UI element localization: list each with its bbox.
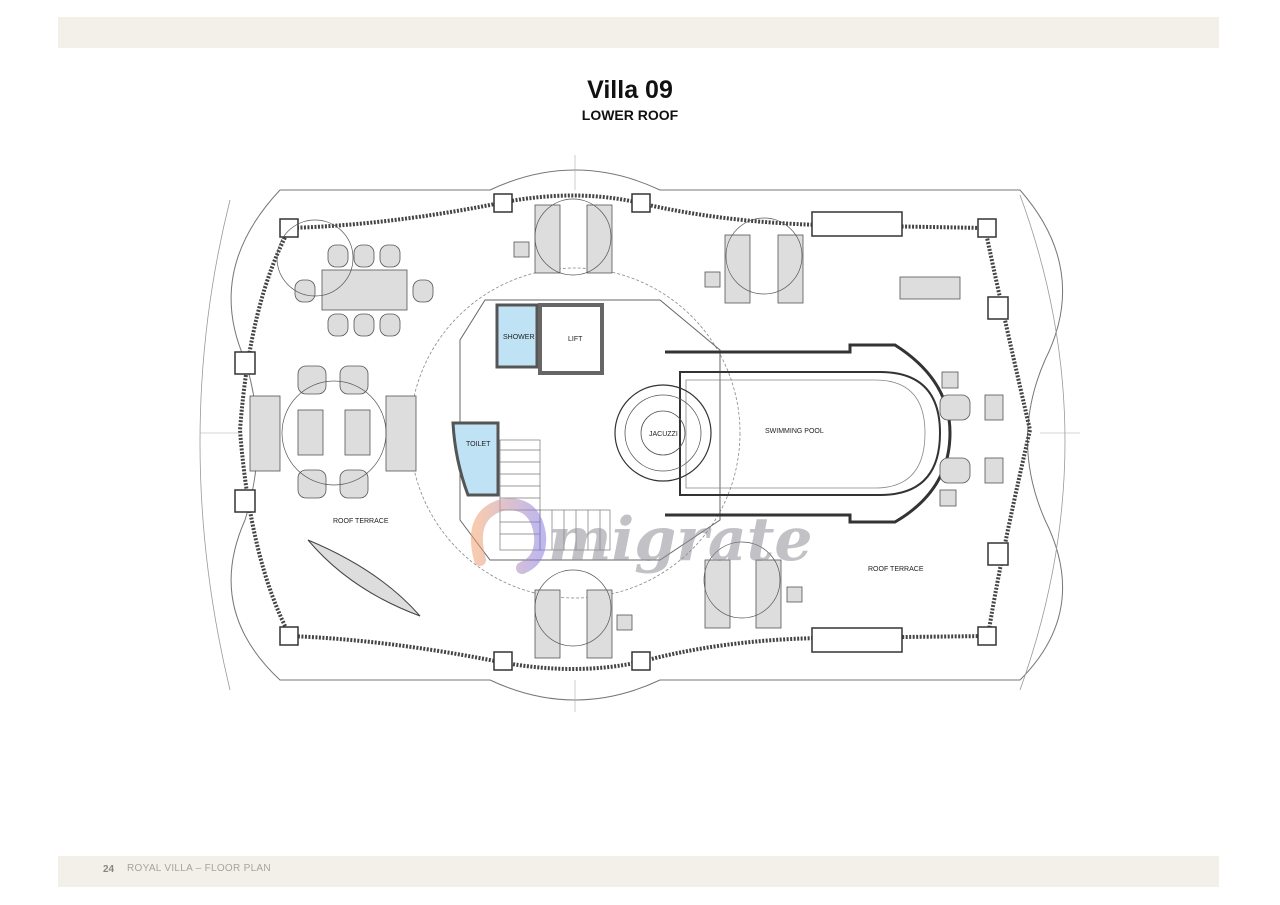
roof-terrace-left-label: ROOF TERRACE <box>333 518 389 525</box>
toilet-label: TOILET <box>466 441 491 448</box>
page-number: 24 <box>103 864 115 875</box>
page-subtitle: LOWER ROOF <box>581 107 679 123</box>
boat-decor <box>307 539 421 617</box>
page-title: Villa 09 <box>587 76 673 104</box>
toilet-room <box>451 421 500 497</box>
roof-terrace-right-label: ROOF TERRACE <box>868 566 924 573</box>
header-band <box>58 17 1219 48</box>
jacuzzi-label: JACUZZI <box>649 431 678 438</box>
pool-label: SWIMMING POOL <box>765 428 824 435</box>
watermark-text: migrate <box>548 505 813 575</box>
swimming-pool <box>679 371 942 496</box>
lift-label: LIFT <box>568 336 583 343</box>
lift <box>538 303 604 375</box>
jacuzzi <box>614 384 712 482</box>
shower-room <box>495 303 539 369</box>
footer-band <box>58 856 1219 887</box>
watermark-logo: migrate <box>470 498 813 575</box>
footer-label: ROYAL VILLA – FLOOR PLAN <box>127 863 271 874</box>
shower-label: SHOWER <box>503 334 535 341</box>
